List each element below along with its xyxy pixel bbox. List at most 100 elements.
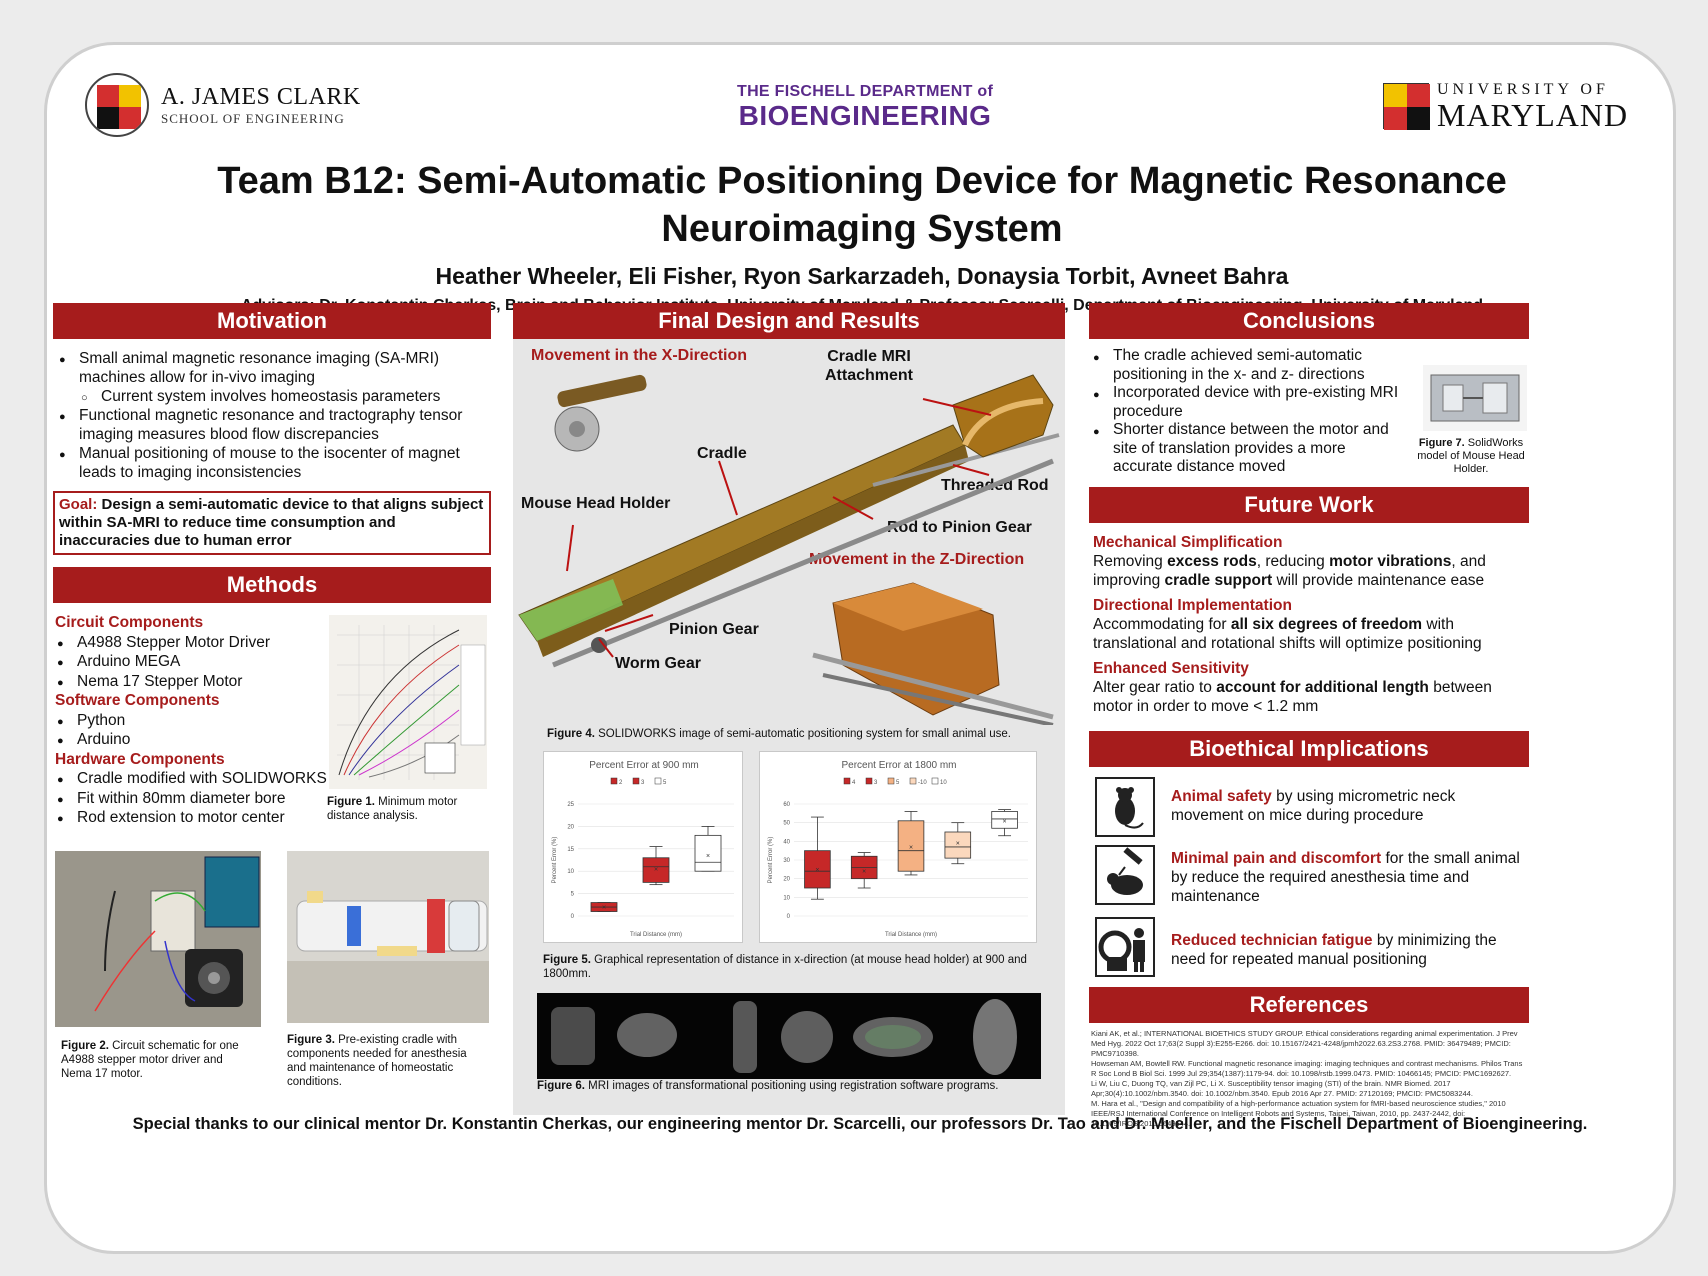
y-tick-label: 5 xyxy=(571,892,575,898)
list-item: Arduino xyxy=(55,730,327,751)
list-item: Small animal magnetic resonance imaging … xyxy=(57,349,487,387)
figure-2-text: Circuit schematic for one A4988 stepper … xyxy=(61,1040,239,1080)
legend-label: 5 xyxy=(896,780,900,786)
figure-7-text: SolidWorks model of Mouse Head Holder. xyxy=(1417,437,1525,475)
y-tick-label: 25 xyxy=(567,802,574,808)
mean-marker: × xyxy=(1003,818,1007,825)
box xyxy=(897,820,925,872)
figure-1-text: Minimum motor distance analysis. xyxy=(327,796,458,822)
x-axis-label: Trial Distance (mm) xyxy=(885,932,937,938)
bioethics-item: Reduced technician fatigue by minimizing… xyxy=(1171,932,1497,968)
y-tick-label: 30 xyxy=(783,858,790,864)
legend-swatch xyxy=(632,777,640,785)
bioethics-heading: Bioethical Implications xyxy=(1089,731,1529,767)
authors: Heather Wheeler, Eli Fisher, Ryon Sarkar… xyxy=(435,263,1289,289)
mean-marker: × xyxy=(815,867,819,874)
umd-logo-line1: UNIVERSITY OF xyxy=(1437,81,1609,98)
mean-marker: × xyxy=(602,905,606,912)
list-item: Rod extension to motor center xyxy=(55,808,327,829)
worm-gear-label: Worm Gear xyxy=(615,655,701,672)
circuit-photo-image xyxy=(55,851,261,1027)
figure-6-label: Figure 6. xyxy=(537,1080,585,1092)
future-item-text: Accommodating for all six degrees of fre… xyxy=(1093,616,1482,652)
bioethics-item: Minimal pain and discomfort for the smal… xyxy=(1171,850,1520,905)
figure-4-caption: Figure 4. SOLIDWORKS image of semi-autom… xyxy=(547,727,1047,741)
future-work-heading: Future Work xyxy=(1089,487,1529,523)
future-work-content: Mechanical Simplification Removing exces… xyxy=(1093,533,1527,716)
goal-box: Goal: Design a semi-automatic device to … xyxy=(53,491,491,555)
figure-5-text: Graphical representation of distance in … xyxy=(543,954,1027,980)
y-tick-label: 0 xyxy=(787,914,791,920)
umd-seal-icon xyxy=(85,73,149,137)
list-item: Manual positioning of mouse to the isoce… xyxy=(57,444,487,482)
goal-label: Goal: xyxy=(59,496,98,513)
legend-label: 3 xyxy=(641,780,645,786)
hardware-components-heading: Hardware Components xyxy=(55,750,225,768)
mouse-head-holder-model-image xyxy=(1423,365,1527,431)
fischell-logo-line2: BIOENGINEERING xyxy=(738,100,992,131)
acknowledgements: Special thanks to our clinical mentor Dr… xyxy=(132,1115,1588,1133)
list-item: Python xyxy=(55,711,327,732)
software-components-heading: Software Components xyxy=(55,692,220,709)
future-item-text: Alter gear ratio to account for addition… xyxy=(1093,679,1492,715)
technician-icon xyxy=(1095,917,1155,977)
cradle-mri-attachment-label: Cradle MRI Attachment xyxy=(821,347,917,385)
design-heading: Final Design and Results xyxy=(513,303,1065,339)
methods-heading: Methods xyxy=(53,567,491,603)
mouse-head-holder-label: Mouse Head Holder xyxy=(521,495,671,512)
figure-3-caption: Figure 3. Pre-existing cradle with compo… xyxy=(287,1033,487,1089)
list-item: Current system involves homeostasis para… xyxy=(57,387,487,408)
legend-swatch xyxy=(654,777,662,785)
reference-item: Kiani AK, et al.; INTERNATIONAL BIOETHIC… xyxy=(1091,1029,1518,1058)
mean-marker: × xyxy=(654,866,658,873)
reference-item: Howseman AM, Bowtell RW. Functional magn… xyxy=(1091,1059,1523,1078)
list-item: Fit within 80mm diameter bore xyxy=(55,789,327,810)
mouse-icon xyxy=(1095,777,1155,837)
motor-distance-graph-image xyxy=(329,615,487,789)
future-item-title: Directional Implementation xyxy=(1093,597,1292,614)
mri-images-strip xyxy=(537,993,1041,1079)
figure-3-text: Pre-existing cradle with components need… xyxy=(287,1034,467,1088)
legend-label: 5 xyxy=(663,780,667,786)
list-item: Functional magnetic resonance and tracto… xyxy=(57,406,487,444)
motivation-list: Small animal magnetic resonance imaging … xyxy=(57,349,487,482)
figure-5-label: Figure 5. xyxy=(543,954,591,966)
legend-label: 3 xyxy=(874,780,878,786)
circuit-components-heading: Circuit Components xyxy=(55,614,204,631)
goal-text: Design a semi-automatic device to that a… xyxy=(59,496,484,549)
poster: A. JAMES CLARK SCHOOL OF ENGINEERING THE… xyxy=(44,42,1676,1254)
mean-marker: × xyxy=(909,844,913,851)
y-tick-label: 0 xyxy=(571,914,575,920)
list-item: Shorter distance between the motor and s… xyxy=(1091,421,1407,477)
clark-school-logo: A. JAMES CLARK SCHOOL OF ENGINEERING xyxy=(85,73,361,137)
list-item: Cradle modified with SOLIDWORKS xyxy=(55,769,327,790)
umd-logo-line2: MARYLAND xyxy=(1437,97,1629,133)
y-tick-label: 40 xyxy=(783,839,790,845)
cradle-label: Cradle xyxy=(697,445,747,462)
conclusions-heading: Conclusions xyxy=(1089,303,1529,339)
design-panel xyxy=(513,339,1065,1115)
y-tick-label: 20 xyxy=(567,824,574,830)
future-item-text: Removing excess rods, reducing motor vib… xyxy=(1093,553,1486,589)
x-axis-label: Trial Distance (mm) xyxy=(630,932,682,938)
box xyxy=(694,834,722,872)
y-axis-label: Percent Error (%) xyxy=(552,837,558,884)
figure-3-label: Figure 3. xyxy=(287,1034,335,1046)
clark-logo-line1: A. JAMES CLARK xyxy=(161,83,361,110)
mean-marker: × xyxy=(706,853,710,860)
legend-swatch xyxy=(909,777,917,785)
fischell-logo-line1: THE FISCHELL DEPARTMENT of xyxy=(737,83,994,100)
chart-title: Percent Error at 900 mm xyxy=(589,760,698,771)
x-direction-label: Movement in the X-Direction xyxy=(531,347,748,364)
list-item: A4988 Stepper Motor Driver xyxy=(55,633,327,654)
solidworks-cad-image xyxy=(518,374,1060,725)
cradle-photo-image xyxy=(287,851,489,1023)
z-direction-label: Movement in the Z-Direction xyxy=(809,551,1025,568)
y-tick-label: 10 xyxy=(567,869,574,875)
list-item: The cradle achieved semi-automatic posit… xyxy=(1091,347,1407,384)
figure-7-caption: Figure 7. SolidWorks model of Mouse Head… xyxy=(1411,437,1531,476)
figure-1-caption: Figure 1. Minimum motor distance analysi… xyxy=(327,795,487,823)
